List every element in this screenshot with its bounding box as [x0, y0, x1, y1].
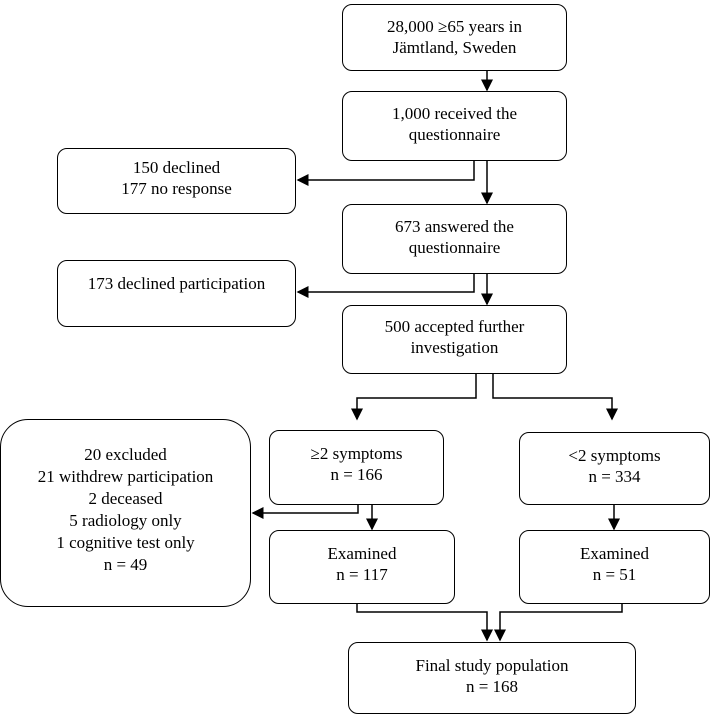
box-line: ≥2 symptoms — [310, 444, 403, 463]
excluded-box: 20 excluded 21 withdrew participation 2 de… — [0, 419, 251, 607]
box-line: Final study population — [415, 656, 569, 675]
arrow — [356, 604, 493, 642]
accepted-box: 500 accepted further investigation — [342, 305, 567, 374]
final-box: Final study population n = 168 — [348, 642, 636, 714]
box-line: 20 excluded — [84, 445, 167, 464]
box-line: 2 deceased — [88, 489, 163, 508]
arrow — [251, 505, 359, 519]
box-line: n = 166 — [330, 465, 383, 484]
box-line: 177 no response — [121, 179, 232, 198]
box-line: 173 declined participation — [87, 274, 266, 293]
arrow — [494, 604, 623, 642]
exam-high-box: Examined n = 117 — [269, 530, 455, 604]
arrow — [296, 161, 475, 186]
arrow — [351, 374, 477, 421]
arrow — [296, 274, 475, 298]
box-line: 1,000 received the — [391, 104, 518, 123]
box-line: 150 declined — [132, 158, 221, 177]
exam-low-box: Examined n = 51 — [519, 530, 710, 604]
sym-low-box: <2 symptoms n = 334 — [519, 432, 710, 505]
box-line: Examined — [580, 544, 649, 563]
box-line: 21 withdrew participation — [37, 467, 214, 486]
box-line: 5 radiology only — [69, 511, 182, 530]
declined2-box: 173 declined participation — [57, 260, 296, 327]
box-line: n = 168 — [465, 677, 519, 696]
sym-high-box: ≥2 symptoms n = 166 — [269, 430, 444, 505]
box-line: questionnaire — [408, 238, 501, 257]
box-line: investigation — [410, 338, 499, 357]
box-line: n = 117 — [336, 565, 388, 584]
box-line: 1 cognitive test only — [56, 533, 195, 552]
box-line: n = 334 — [588, 467, 641, 486]
arrow — [492, 374, 618, 421]
box-line: n = 49 — [103, 555, 148, 574]
population-box: 28,000 ≥65 years in Jämtland, Sweden — [342, 4, 567, 71]
box-line: Examined — [327, 544, 397, 563]
declined1-box: 150 declined 177 no response — [57, 148, 296, 214]
box-line: Jämtland, Sweden — [392, 38, 517, 57]
box-line: n = 51 — [592, 565, 637, 584]
received-box: 1,000 received the questionnaire — [342, 91, 567, 161]
box-line: questionnaire — [408, 125, 501, 144]
answered-box: 673 answered the questionnaire — [342, 204, 567, 274]
box-line: 673 answered the — [395, 217, 514, 236]
box-line: 500 accepted further — [384, 317, 525, 336]
box-line: <2 symptoms — [568, 446, 661, 465]
box-line: 28,000 ≥65 years in — [387, 17, 522, 36]
